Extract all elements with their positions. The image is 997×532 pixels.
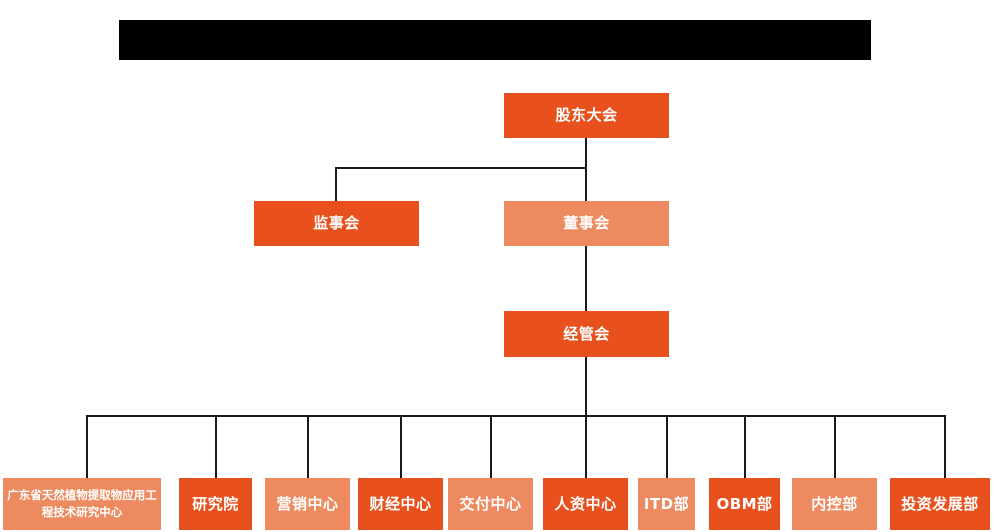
node-board-of-supervisors[interactable]: 监事会 [254,201,419,246]
node-shareholders-meeting[interactable]: 股东大会 [504,93,669,138]
node-management-committee[interactable]: 经管会 [504,311,669,357]
connector-drop-6 [585,415,587,478]
node-research-institute[interactable]: 研究院 [179,478,252,530]
redacted-title-banner [119,20,871,60]
node-internal-control-department[interactable]: 内控部 [792,478,877,530]
node-guangdong-research-center[interactable]: 广东省天然植物提取物应用工程技术研究中心 [3,478,161,530]
connector-drop-5 [490,415,492,478]
node-board-of-directors[interactable]: 董事会 [504,201,669,246]
connector-board-supervisors-bus [335,167,587,169]
connector-drop-4 [400,415,402,478]
connector-to-supervisors [335,167,337,201]
connector-management-down [585,357,587,416]
connector-drop-3 [307,415,309,478]
node-investment-development-department[interactable]: 投资发展部 [890,478,990,530]
connector-drop-10 [944,415,946,478]
connector-drop-2 [215,415,217,478]
node-marketing-center[interactable]: 营销中心 [265,478,350,530]
connector-to-board [585,167,587,201]
connector-drop-9 [834,415,836,478]
connector-drop-8 [744,415,746,478]
node-delivery-center[interactable]: 交付中心 [448,478,533,530]
connector-department-bus [86,415,946,417]
connector-shareholders-down [585,138,587,168]
connector-drop-7 [666,415,668,478]
node-obm-department[interactable]: OBM部 [709,478,780,530]
node-hr-center[interactable]: 人资中心 [543,478,628,530]
node-finance-center[interactable]: 财经中心 [358,478,443,530]
connector-drop-1 [86,415,88,478]
node-itd-department[interactable]: ITD部 [638,478,695,530]
connector-board-to-management [585,245,587,311]
